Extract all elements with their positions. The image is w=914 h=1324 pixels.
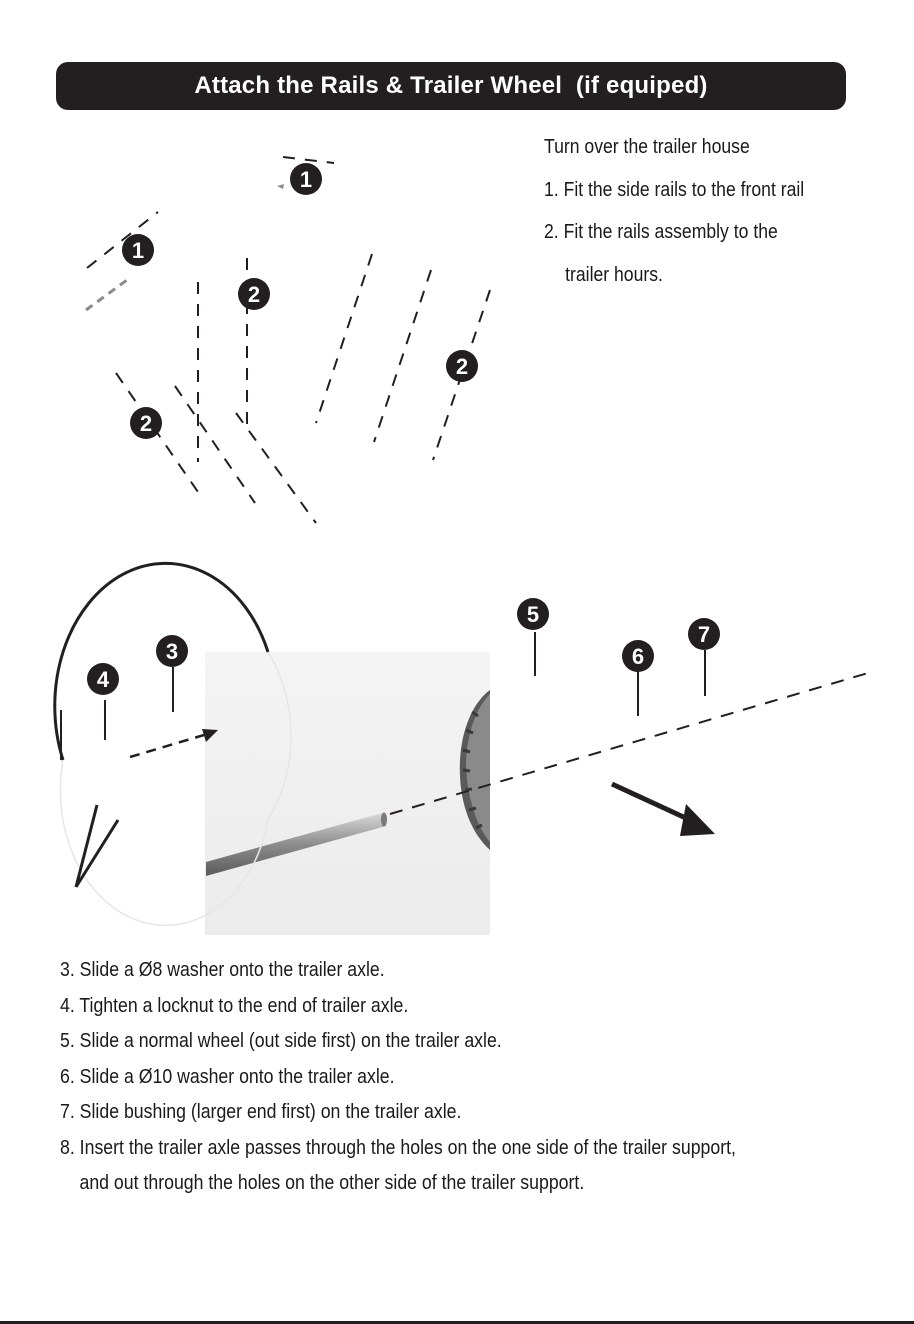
step-line: 5. Slide a normal wheel (out side first)… [60, 1030, 502, 1052]
callout-number: 1 [132, 238, 144, 263]
callout-badge: 6 [622, 640, 654, 672]
section-title: Attach the Rails & Trailer Wheel (if equ… [194, 72, 708, 99]
rail-guide-line [282, 156, 335, 164]
callout-badge: 2 [446, 350, 478, 382]
callout-badge: 2 [238, 278, 270, 310]
wheel-steps: 3. Slide a Ø8 washer onto the trailer ax… [60, 953, 857, 1202]
callout-badge: 5 [517, 598, 549, 630]
step-line: and out through the holes on the other s… [79, 1172, 585, 1194]
callout-number: 6 [632, 644, 644, 669]
rail-fragment [277, 184, 284, 189]
callout-number: 7 [698, 622, 710, 647]
rail-fragment [85, 278, 128, 312]
intro-line: 1. Fit the side rails to the front rail [544, 178, 805, 201]
axle-guide-line [389, 672, 869, 815]
rail-guide-lines [86, 156, 491, 524]
callout-badge: 3 [156, 635, 188, 667]
rail-guide-line [373, 269, 432, 443]
callout-number: 5 [527, 602, 539, 627]
insert-direction-arrow [610, 781, 715, 836]
rail-guide-line [235, 412, 317, 524]
callout-badge: 7 [688, 618, 720, 650]
callout-badge: 4 [87, 663, 119, 695]
step-line: 6. Slide a Ø10 washer onto the trailer a… [60, 1065, 395, 1088]
callout-badge: 1 [290, 163, 322, 195]
callout-badge: 2 [130, 407, 162, 439]
section-header: Attach the Rails & Trailer Wheel (if equ… [56, 62, 846, 110]
step-line: 3. Slide a Ø8 washer onto the trailer ax… [60, 959, 385, 981]
intro-line: 2. Fit the rails assembly to the [544, 221, 778, 243]
wheel-image [459, 690, 490, 850]
callout-number: 1 [300, 167, 312, 192]
callout-badge: 1 [122, 234, 154, 266]
intro-line: Turn over the trailer house [544, 136, 750, 158]
callout-number: 2 [248, 282, 260, 307]
assembly-photo-background [205, 652, 490, 935]
intro-instructions: Turn over the trailer house 1. Fit the s… [544, 126, 843, 296]
rail-guide-line [315, 253, 373, 424]
intro-line: trailer hours. [565, 263, 663, 286]
callout-number: 2 [456, 354, 468, 379]
step-line: 4. Tighten a locknut to the end of trail… [60, 994, 409, 1017]
axle-image [206, 812, 387, 876]
callout-leaders [104, 632, 706, 740]
callout-badges: 1 1 2 2 2 3 4 5 [87, 163, 720, 695]
callout-number: 3 [166, 639, 178, 664]
callout-number: 2 [140, 411, 152, 436]
step-line: 8. Insert the trailer axle passes throug… [60, 1136, 736, 1159]
step-line: 7. Slide bushing (larger end first) on t… [60, 1101, 462, 1123]
rail-guide-line [86, 211, 159, 269]
callout-number: 4 [97, 667, 110, 692]
page-bottom-rule [0, 1321, 914, 1324]
slide-direction-arrow [129, 729, 218, 759]
rail-guide-line [174, 385, 256, 504]
detail-zoom-circle [53, 561, 292, 927]
